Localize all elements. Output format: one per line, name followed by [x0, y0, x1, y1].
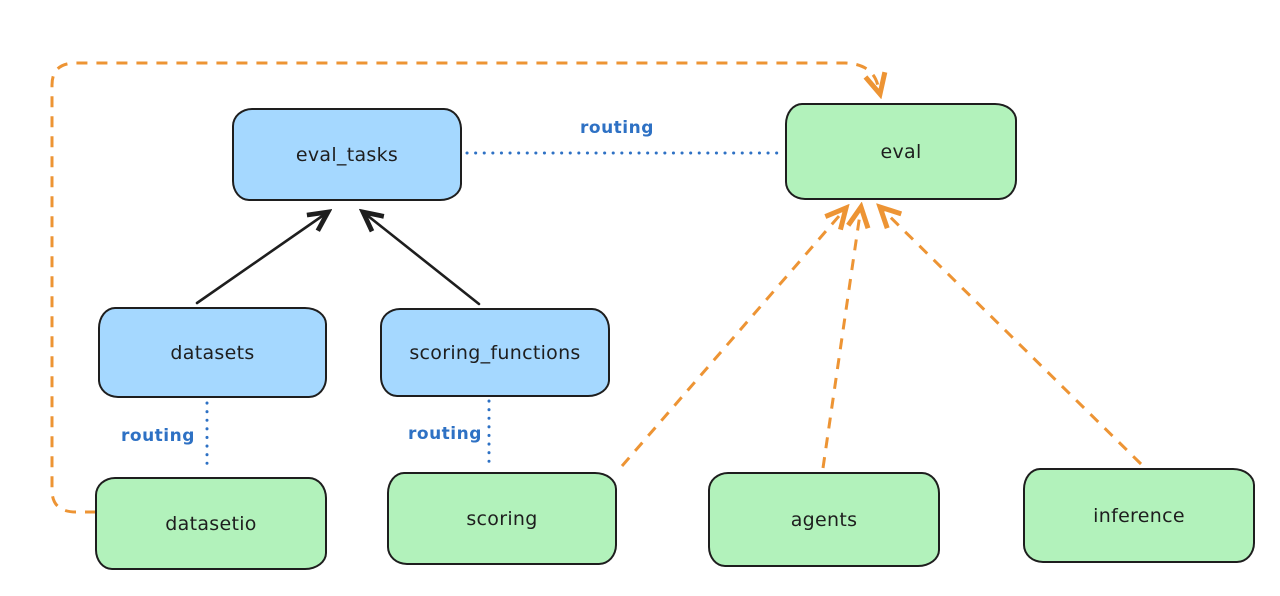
node-eval-label: eval: [880, 140, 922, 163]
edge-label-routing-datasetio: routing: [121, 426, 195, 446]
node-datasets: datasets: [98, 307, 327, 398]
node-scoring: scoring: [387, 472, 617, 565]
edge-inference-to-eval: [880, 207, 1143, 466]
node-scoring-functions: scoring_functions: [380, 308, 610, 397]
node-inference: inference: [1023, 468, 1255, 563]
edge-agents-to-eval: [821, 207, 861, 469]
edge-label-routing-top: routing: [580, 118, 654, 138]
node-eval-tasks-label: eval_tasks: [295, 143, 399, 166]
node-agents: agents: [708, 472, 940, 567]
node-datasets-label: datasets: [170, 341, 255, 364]
node-datasetio-label: datasetio: [165, 512, 257, 535]
edge-label-routing-scoring: routing: [408, 424, 482, 444]
node-inference-label: inference: [1093, 504, 1185, 527]
node-scoring-label: scoring: [466, 507, 538, 530]
node-scoring-functions-label: scoring_functions: [409, 341, 581, 364]
edge-datasets-to-eval-tasks: [195, 212, 328, 305]
edge-scoring-to-eval: [620, 208, 846, 467]
node-agents-label: agents: [790, 508, 858, 531]
node-eval-tasks: eval_tasks: [232, 108, 462, 201]
edge-scoring-functions-to-eval-tasks: [363, 212, 481, 306]
node-eval: eval: [785, 103, 1017, 200]
edge-datasetio-to-eval: [50, 61, 880, 514]
node-datasetio: datasetio: [95, 477, 327, 570]
